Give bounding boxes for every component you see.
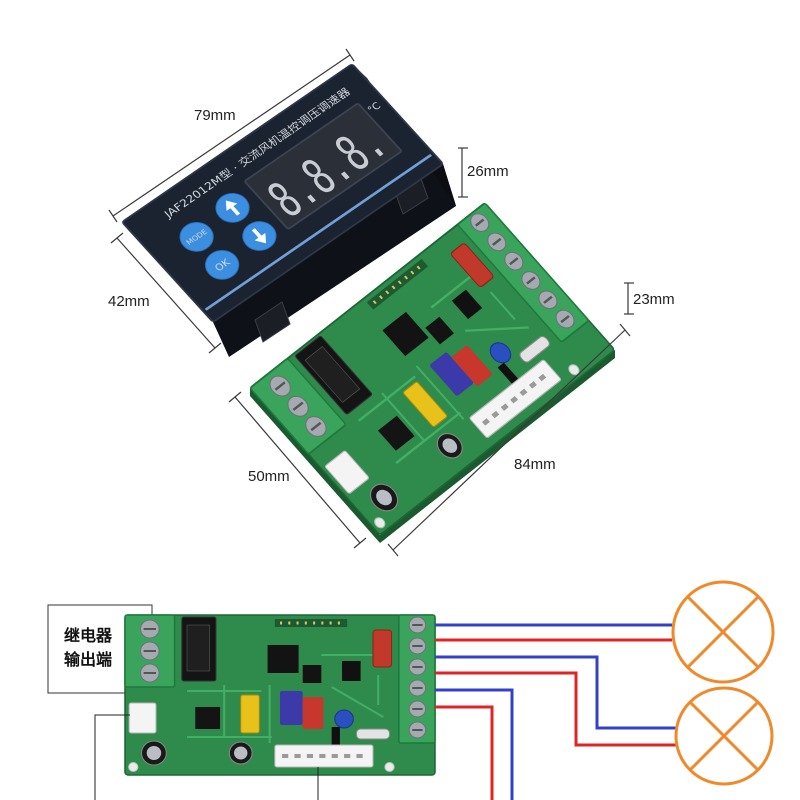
wiring-diagram: 继电器 输出端 bbox=[47, 580, 775, 800]
dim-line-79 bbox=[112, 54, 351, 217]
relay-output-label-line1: 继电器 bbox=[64, 626, 113, 645]
dim-label-42: 42mm bbox=[108, 293, 150, 310]
dim-tick bbox=[228, 391, 242, 403]
up-button[interactable] bbox=[209, 188, 256, 229]
control-board-photo bbox=[250, 203, 615, 543]
dim-label-23: 23mm bbox=[633, 291, 675, 308]
wire-red-supply bbox=[435, 705, 494, 800]
ok-button[interactable]: OK bbox=[199, 245, 246, 286]
dim-tick bbox=[619, 323, 631, 337]
dim-label-26: 26mm bbox=[467, 163, 509, 180]
sensor-callout-line bbox=[94, 714, 130, 800]
control-board-bottom bbox=[125, 615, 435, 775]
mode-button[interactable]: MODE bbox=[173, 217, 220, 258]
panel-stripe bbox=[204, 153, 433, 311]
lamp-cross bbox=[686, 595, 760, 669]
dim-tick bbox=[345, 48, 355, 62]
lamp-cross bbox=[688, 700, 760, 772]
wire-red-lamp2 bbox=[435, 671, 676, 747]
ok-button-cap[interactable] bbox=[199, 245, 246, 286]
arrow-up-icon bbox=[225, 200, 241, 216]
dim-label-50: 50mm bbox=[248, 468, 290, 485]
mode-button-cap[interactable] bbox=[173, 217, 220, 258]
relay-output-label-line2: 输出端 bbox=[64, 650, 112, 669]
dim-tick bbox=[208, 342, 222, 354]
mounting-clip bbox=[254, 301, 291, 343]
dimension-annotations: 79mm 26mm 42mm 23mm 50mm 84mm bbox=[108, 48, 675, 557]
dim-line-42 bbox=[116, 237, 216, 349]
wire-blue-lamp2 bbox=[435, 655, 676, 730]
arrow-down-icon bbox=[251, 228, 267, 244]
dim-tick bbox=[108, 209, 118, 223]
lamp-symbol-2 bbox=[674, 686, 774, 786]
dim-tick bbox=[353, 537, 367, 549]
down-button[interactable] bbox=[236, 216, 283, 257]
panel-face: JAF22012M型 · 交流风机温控调压调速器 8.8.8. °C MODE … bbox=[122, 64, 443, 322]
dim-label-84: 84mm bbox=[514, 456, 556, 473]
dim-line-84 bbox=[392, 329, 626, 551]
wire-blue-supply bbox=[435, 688, 514, 800]
pcb-edge bbox=[250, 350, 615, 543]
display-window bbox=[244, 103, 402, 230]
dim-line-50 bbox=[234, 396, 361, 544]
dim-label-79: 79mm bbox=[194, 107, 236, 124]
display-panel: JAF22012M型 · 交流风机温控调压调速器 8.8.8. °C MODE … bbox=[122, 64, 456, 357]
dim-tick bbox=[387, 543, 399, 557]
lamp-symbol-1 bbox=[671, 580, 775, 684]
dim-tick bbox=[110, 232, 124, 244]
